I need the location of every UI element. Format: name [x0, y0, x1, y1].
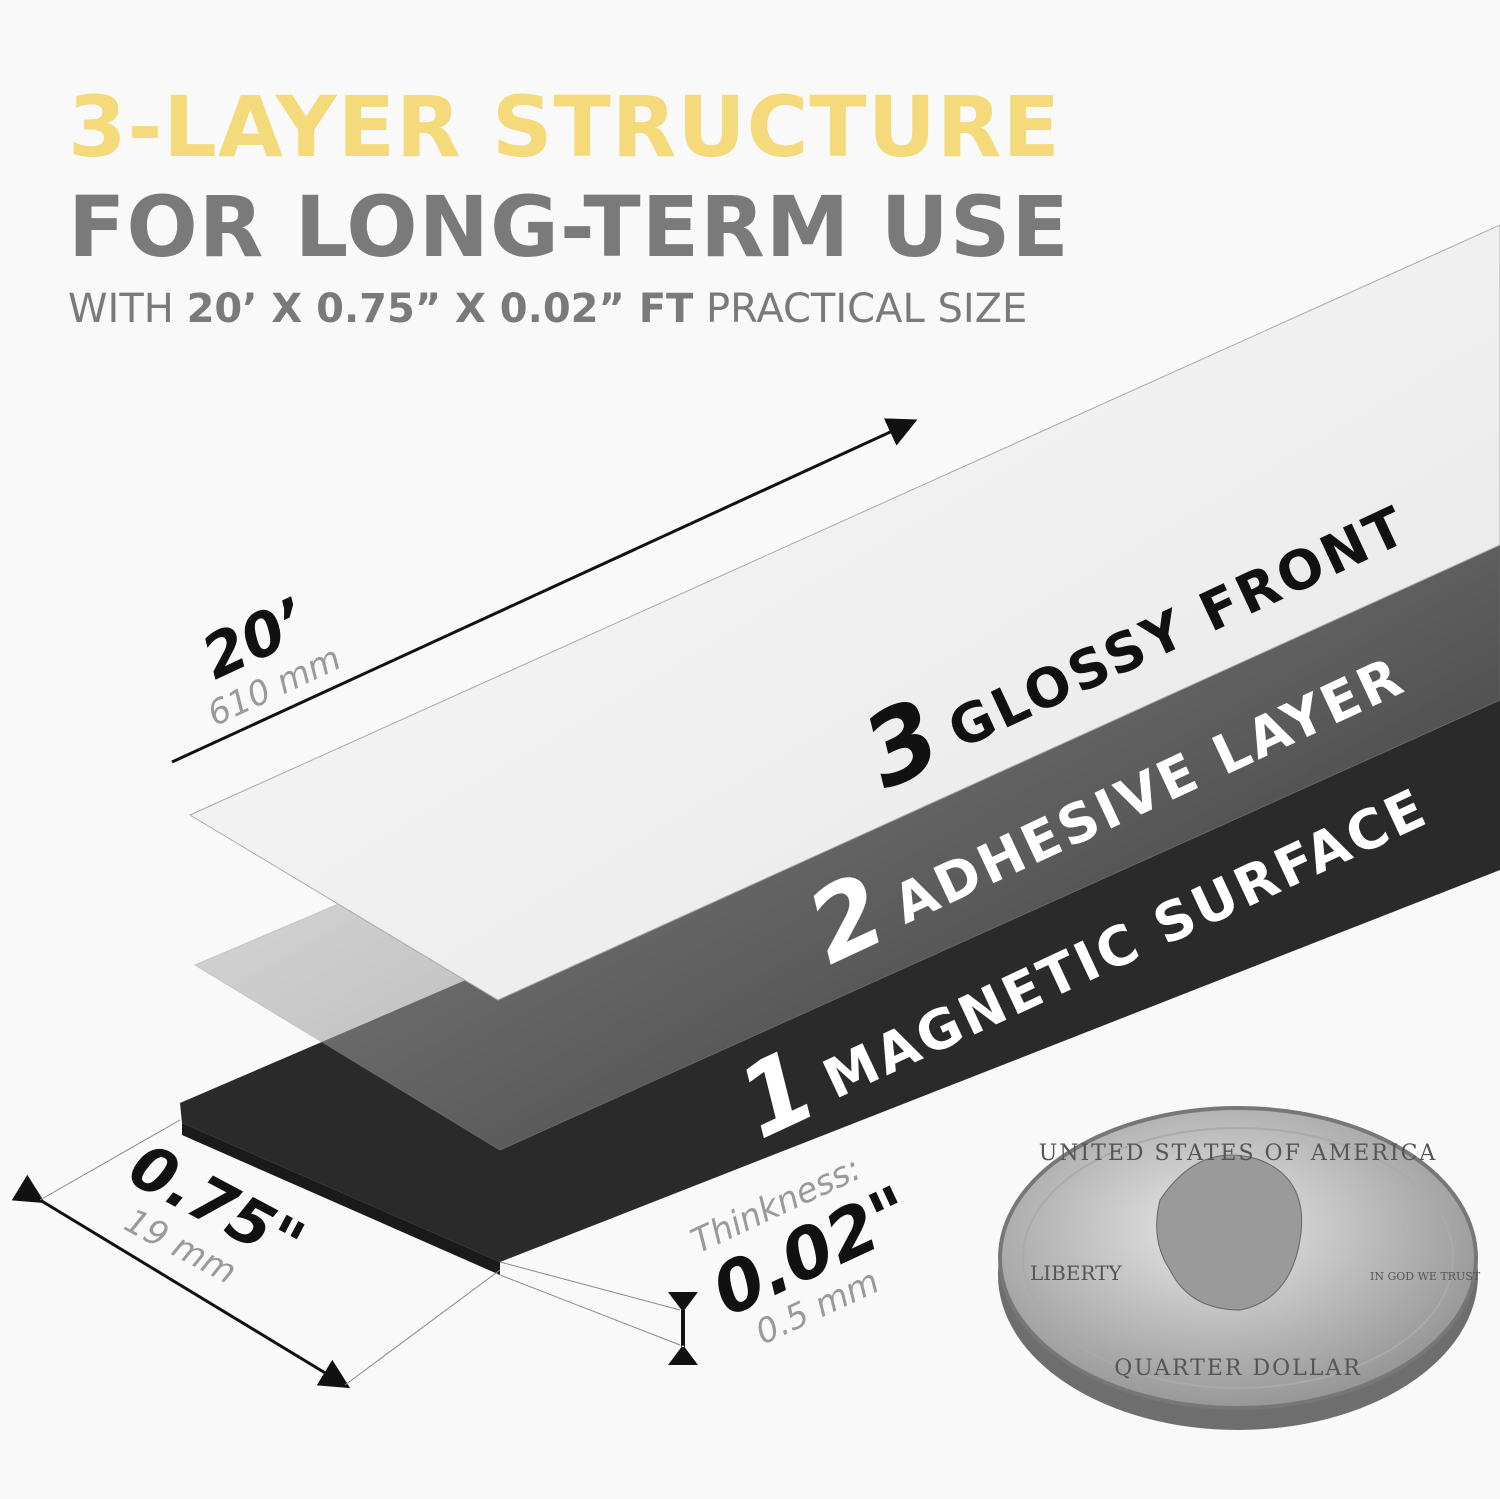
- quarter-coin-image: UNITED STATES OF AMERICA LIBERTY IN GOD …: [998, 1106, 1481, 1430]
- coin-bottom-text: QUARTER DOLLAR: [1114, 1356, 1362, 1381]
- thickness-marker-icon: [668, 1292, 698, 1365]
- thickness-guide: [499, 1261, 681, 1311]
- width-arrow: [11, 1174, 351, 1389]
- length-arrow: [171, 418, 918, 764]
- coin-left-text: LIBERTY: [1030, 1261, 1123, 1285]
- coin-top-text: UNITED STATES OF AMERICA: [1039, 1141, 1438, 1166]
- thickness-guide: [499, 1274, 681, 1346]
- width-guide: [344, 1269, 501, 1386]
- width-guide: [39, 1119, 181, 1201]
- coin-right-text: IN GOD WE TRUST: [1370, 1270, 1481, 1283]
- glossy-layer: [188, 224, 1500, 1001]
